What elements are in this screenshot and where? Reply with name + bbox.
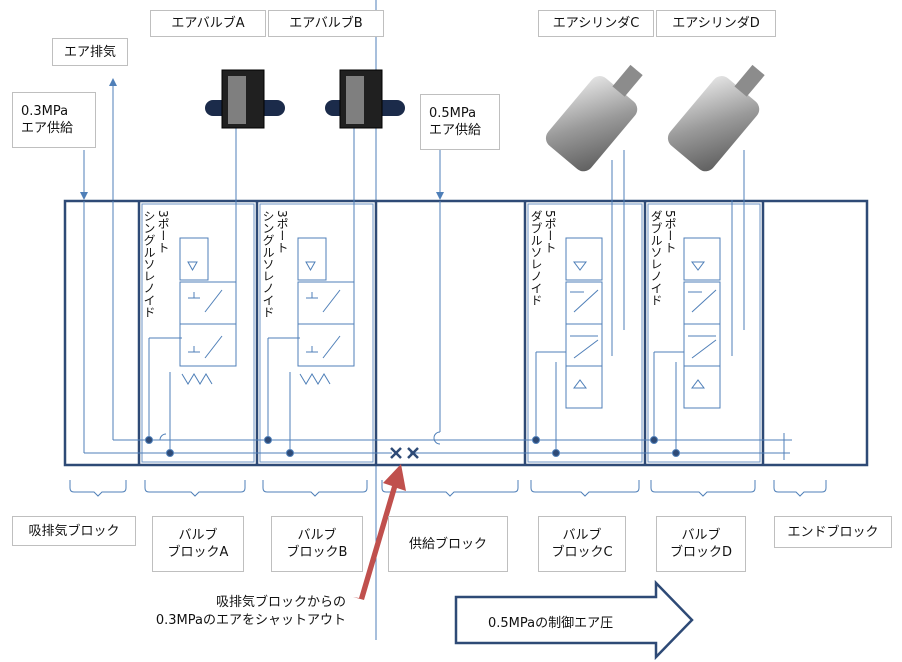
air-cylinder-d-image: [667, 64, 765, 172]
shutoff-note: 吸排気ブロックからの 0.3MPaのエアをシャットアウト: [155, 595, 346, 628]
air-valve-a-image: [205, 69, 285, 129]
label-air-cylinder-d: エアシリンダD: [656, 10, 776, 37]
block-label-intake-exhaust: 吸排気ブロック: [12, 516, 136, 546]
block-label-valve-d: バルブ ブロックD: [656, 516, 746, 572]
valve-b-symbol: [264, 120, 355, 457]
shutoff-marks: [390, 447, 419, 459]
block-label-valve-a: バルブ ブロックA: [152, 516, 244, 572]
solenoid-label-d: 5ポート ダブルソレノイド: [649, 210, 677, 306]
solenoid-label-c: 5ポート ダブルソレノイド: [529, 210, 557, 306]
label-air-cylinder-c: エアシリンダC: [538, 10, 654, 37]
manifold-frame: [63, 199, 869, 467]
solenoid-label-a: 3ポート シングルソレノイド: [142, 210, 170, 318]
shutoff-arrow: [353, 464, 406, 600]
manifold-passages: [83, 201, 792, 460]
control-pressure-arrow: [454, 579, 694, 661]
supply-exhaust-lines: [80, 78, 444, 200]
control-pressure-label: 0.5MPaの制御エア圧: [488, 616, 614, 631]
block-label-supply: 供給ブロック: [388, 516, 508, 572]
valve-a-symbol: [145, 120, 237, 457]
solenoid-label-b: 3ポート シングルソレノイド: [261, 210, 289, 318]
air-valve-b-image: [325, 69, 405, 129]
valve-d-symbol: [650, 150, 745, 457]
label-exhaust: エア排気: [52, 38, 128, 66]
label-supply-05mpa: 0.5MPa エア供給: [420, 94, 500, 150]
block-braces: [69, 480, 827, 497]
block-label-end: エンドブロック: [774, 516, 892, 548]
block-label-valve-b: バルブ ブロックB: [271, 516, 363, 572]
label-supply-03mpa: 0.3MPa エア供給: [12, 92, 96, 148]
block-label-valve-c: バルブ ブロックC: [538, 516, 626, 572]
label-air-valve-b: エアバルブB: [268, 10, 384, 37]
valve-c-symbol: [532, 150, 625, 457]
air-cylinder-c-image: [545, 64, 643, 172]
label-air-valve-a: エアバルブA: [150, 10, 266, 37]
